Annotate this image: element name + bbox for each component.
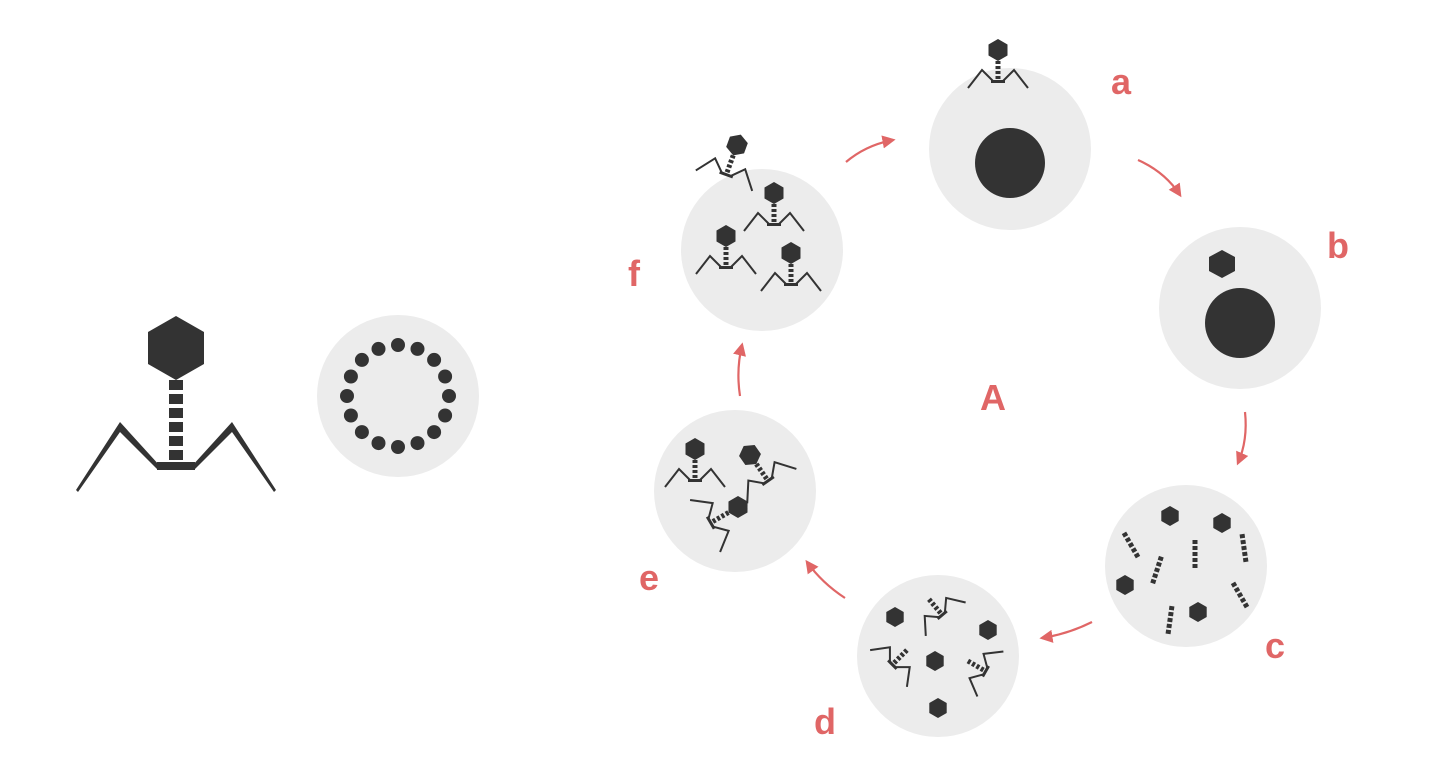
dna-dot (410, 341, 425, 356)
stage-a-cell (929, 38, 1091, 230)
dna-dot (391, 338, 405, 352)
dna-dot (343, 369, 358, 384)
dna-dot (354, 425, 369, 440)
bacteriophage-icon (76, 316, 276, 492)
dna-dot (442, 389, 456, 403)
stage-b-cell (1159, 227, 1321, 389)
stage-label-f: f (628, 253, 641, 294)
dna-dot (410, 436, 425, 451)
dna-dot (354, 352, 369, 367)
bacterium-cell-icon (317, 315, 479, 477)
stage-e-cell (654, 410, 816, 572)
stage-label-c: c (1265, 625, 1285, 666)
dna-dot (427, 425, 442, 440)
stage-label-a: a (1111, 61, 1132, 102)
stage-f-cell (681, 123, 843, 331)
dna-dot (371, 436, 386, 451)
stage-label-e: e (639, 557, 659, 598)
dna-dot (371, 341, 386, 356)
dna-dot (438, 369, 453, 384)
stage-d-cell (857, 575, 1019, 737)
stage-c-cell (1105, 485, 1267, 647)
phage-head-icon (1209, 250, 1235, 278)
cycle-arrow-icon (733, 135, 1249, 643)
center-label: A (980, 377, 1006, 418)
stage-label-d: d (814, 701, 836, 742)
dna-dot (343, 408, 358, 423)
dna-dot (391, 440, 405, 454)
dna-dot (340, 389, 354, 403)
dna-dot (438, 408, 453, 423)
stage-label-b: b (1327, 225, 1349, 266)
dna-dot (427, 352, 442, 367)
